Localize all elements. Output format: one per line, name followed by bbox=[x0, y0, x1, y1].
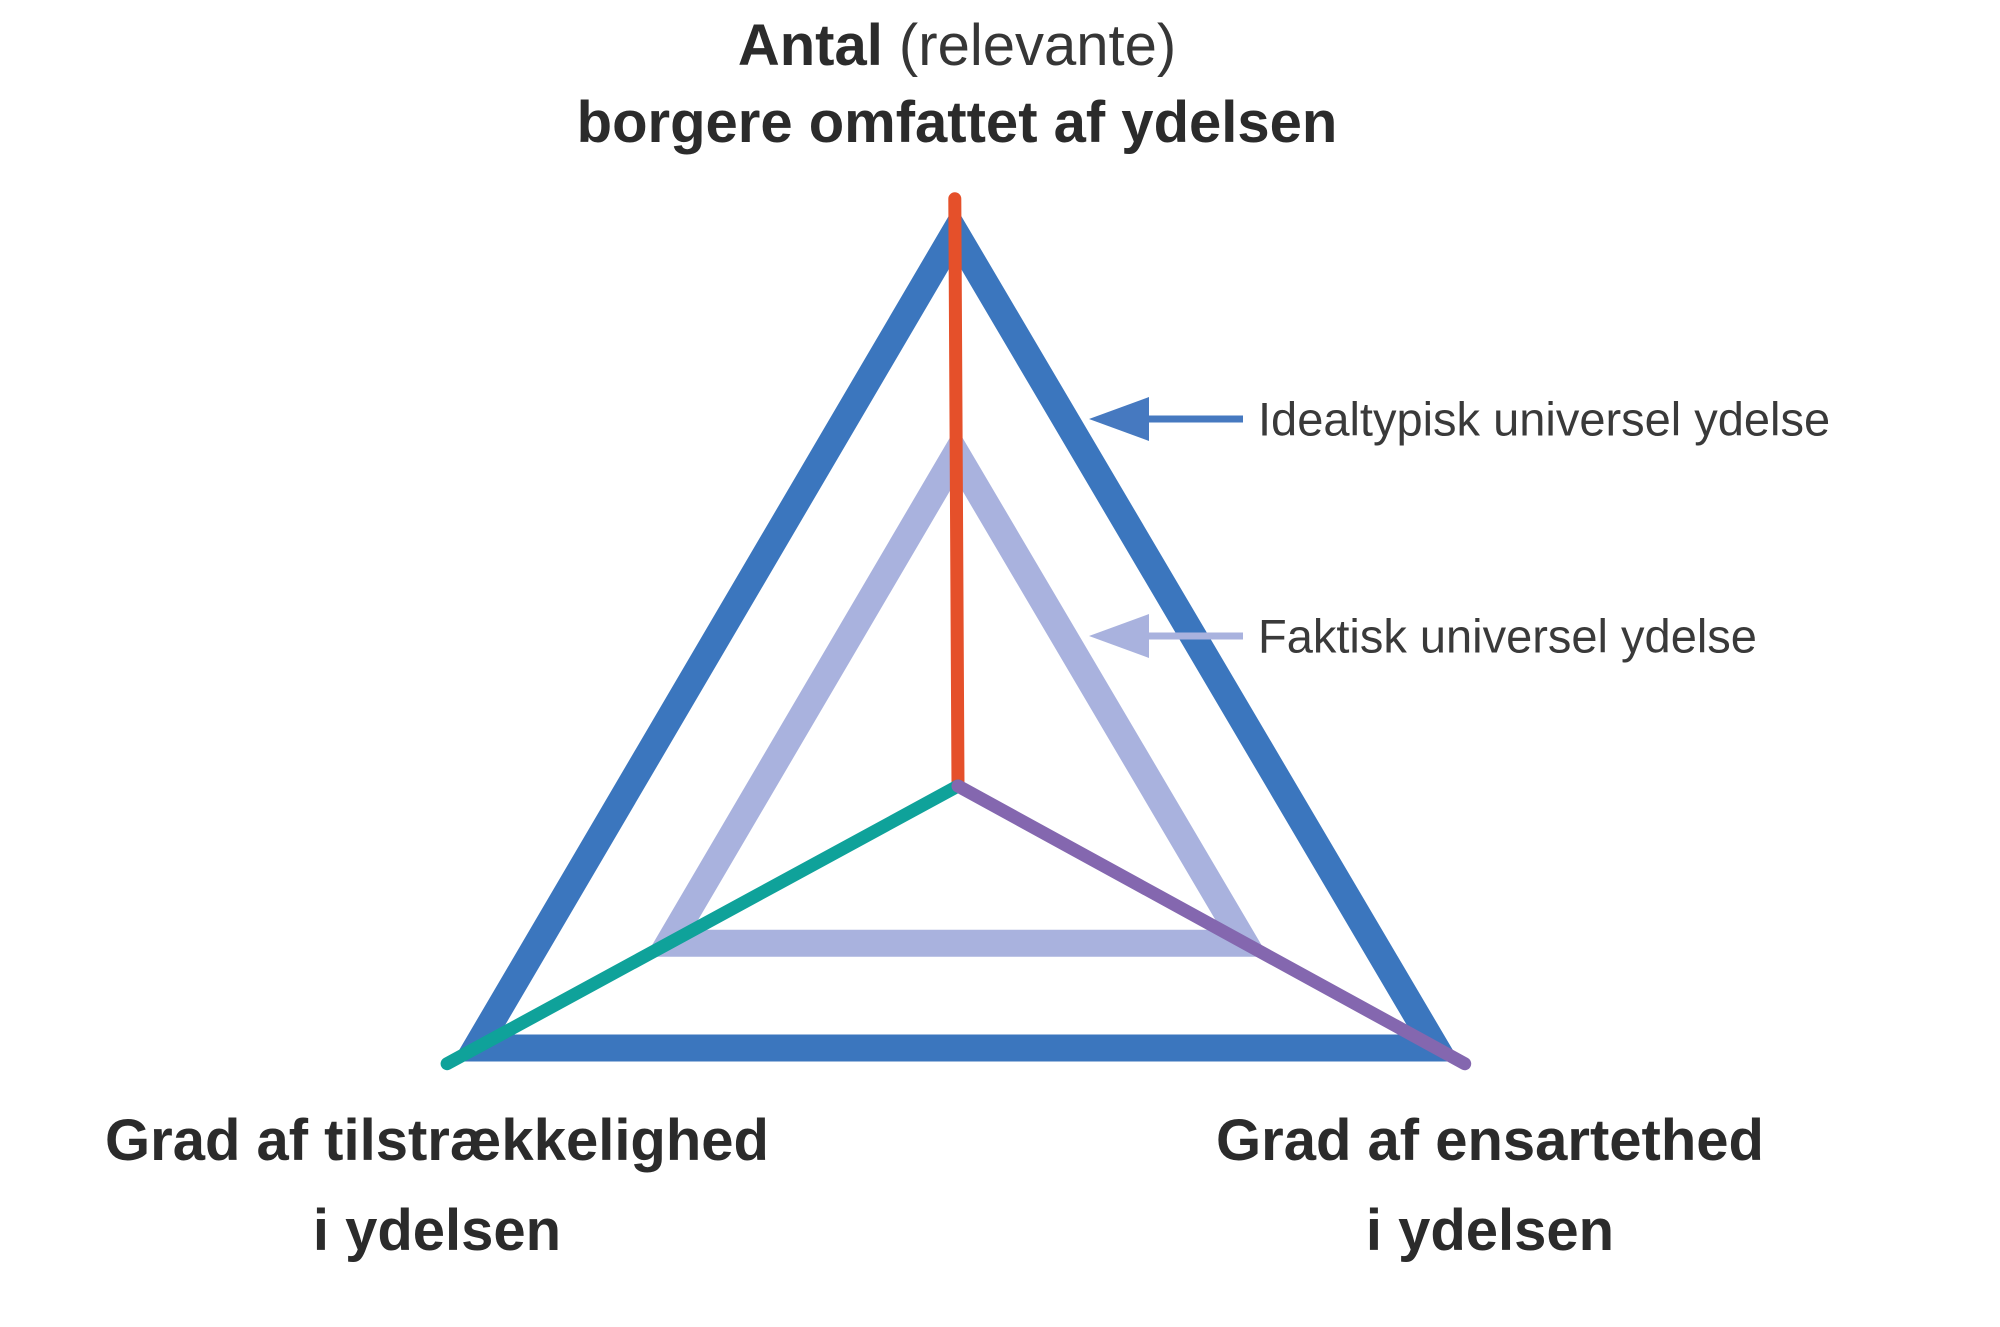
legend-arrow-idealtypisk-icon bbox=[1089, 397, 1149, 441]
axis-label-top: Antal (relevante) borgere omfattet af yd… bbox=[577, 8, 1338, 161]
axis-label-top-line1: Antal (relevante) bbox=[577, 8, 1338, 85]
axis-label-top-line2: borgere omfattet af ydelsen bbox=[576, 89, 1338, 155]
axis-label-bottom-left: Grad af tilstrækkelighed i ydelsen bbox=[105, 1096, 769, 1276]
axis-label-bottom-right-line2: i ydelsen bbox=[1365, 1197, 1615, 1263]
axis-label-top-regular: (relevante) bbox=[882, 13, 1177, 78]
axis-label-bottom-left-line1: Grad af tilstrækkelighed bbox=[105, 1108, 769, 1173]
axis-label-bottom-left-line2: i ydelsen bbox=[312, 1197, 562, 1263]
axis-spoke-top bbox=[948, 192, 965, 793]
legend-arrow-faktisk-icon bbox=[1089, 614, 1149, 658]
ideal-series-triangle bbox=[452, 205, 1460, 1062]
faktisk-series-triangle bbox=[645, 426, 1269, 957]
axis-spoke-bottom-left bbox=[440, 779, 965, 1071]
legend-label-faktisk: Faktisk universel ydelse bbox=[1258, 609, 1757, 663]
axis-spoke-bottom-right bbox=[951, 779, 1472, 1071]
axis-label-top-bold: Antal bbox=[737, 13, 883, 78]
axis-label-bottom-right: Grad af ensartethed i ydelsen bbox=[1216, 1096, 1764, 1276]
axis-label-bottom-right-line1: Grad af ensartethed bbox=[1216, 1108, 1764, 1173]
legend-label-idealtypisk: Idealtypisk universel ydelse bbox=[1258, 392, 1831, 446]
